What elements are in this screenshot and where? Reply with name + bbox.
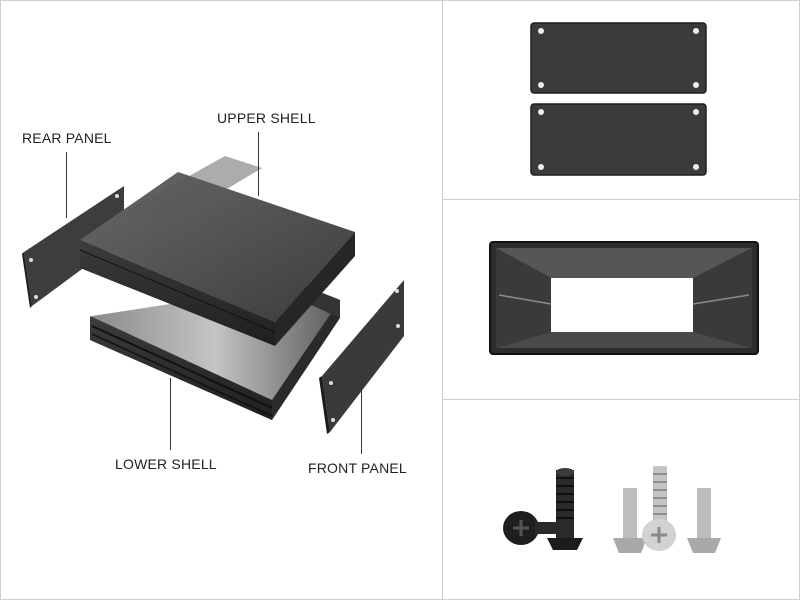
upper-shell-label: UPPER SHELL xyxy=(217,110,316,126)
rear-panel-leader-line xyxy=(66,152,67,218)
black-screw-2 xyxy=(547,468,583,550)
lower-shell-leader-line xyxy=(170,378,171,450)
front-panel-leader-line xyxy=(361,384,362,454)
panel-bottom xyxy=(530,103,707,176)
rear-panel-label: REAR PANEL xyxy=(22,130,112,146)
horizontal-divider-1 xyxy=(442,199,800,200)
upper-shell xyxy=(79,156,355,346)
vertical-divider xyxy=(442,0,443,600)
lower-shell-label: LOWER SHELL xyxy=(115,456,217,472)
front-panel xyxy=(319,280,404,434)
steel-screw-3 xyxy=(687,488,721,553)
panel-top xyxy=(530,22,707,94)
end-panels-illustration xyxy=(530,22,707,176)
horizontal-divider-2 xyxy=(442,399,800,400)
steel-screw-2 xyxy=(642,466,676,551)
steel-screw-1 xyxy=(613,488,647,553)
front-panel-label: FRONT PANEL xyxy=(308,460,407,476)
enclosure-end-view-illustration xyxy=(489,241,759,355)
screws-illustration xyxy=(503,466,721,553)
black-screw-1 xyxy=(503,511,561,545)
exploded-enclosure-illustration xyxy=(22,156,404,434)
upper-shell-leader-line xyxy=(258,132,259,196)
